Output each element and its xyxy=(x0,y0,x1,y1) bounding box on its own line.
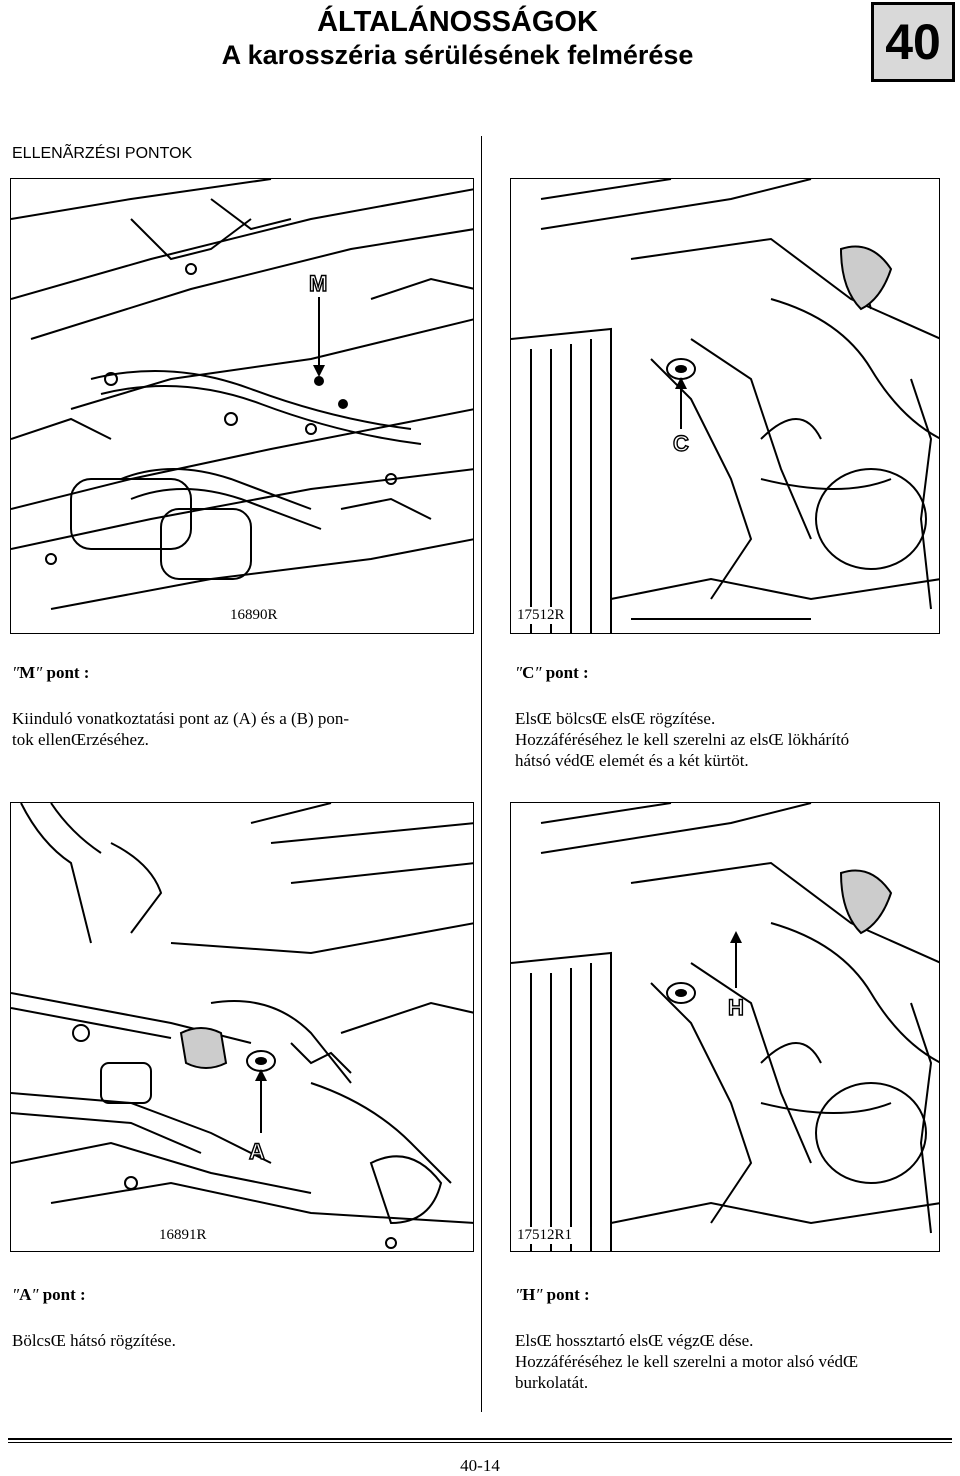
figure-reference: 17512R1 xyxy=(513,1227,577,1244)
caption-body-c: ElsŒ bölcsŒ elsŒ rögzítése. Hozzáféréséh… xyxy=(515,708,955,771)
section-heading: ELLENÃRZÉSI PONTOK xyxy=(12,145,193,162)
caption-line: hátsó védŒ elemét és a két kürtöt. xyxy=(515,751,749,770)
underbody-drawing-a: A xyxy=(11,803,473,1249)
caption-title-h: ″H″ pont : xyxy=(515,1285,590,1304)
figure-a: A 16891R xyxy=(10,802,474,1252)
underbody-drawing-h: H xyxy=(511,803,939,1251)
caption-letter: H xyxy=(522,1285,536,1304)
chapter-badge: 40 xyxy=(871,2,955,82)
caption-body-h: ElsŒ hossztartó elsŒ végzŒ dése. Hozzáfé… xyxy=(515,1330,955,1393)
marker-label-c: C xyxy=(673,431,689,456)
marker-label-a: A xyxy=(249,1139,265,1164)
caption-letter: A xyxy=(19,1285,32,1304)
caption-line: Kiinduló vonatkoztatási pont az (A) és a… xyxy=(12,709,350,728)
figure-m: M 16890R xyxy=(10,178,474,634)
caption-title-m: ″M″ pont : xyxy=(12,663,90,682)
figure-reference: 16891R xyxy=(155,1227,211,1244)
caption-line: tok ellenŒrzéséhez. xyxy=(12,730,149,749)
underbody-drawing-m: M xyxy=(11,179,473,610)
caption-title-c: ″C″ pont : xyxy=(515,663,589,682)
footer-rule xyxy=(8,1438,952,1440)
page-title: ÁLTALÁNOSSÁGOK A karosszéria sérülésének… xyxy=(150,6,765,71)
caption-line: BölcsŒ hátsó rögzítése. xyxy=(12,1331,176,1350)
underbody-drawing-c: C xyxy=(511,179,939,633)
footer-rule-thin xyxy=(8,1442,952,1443)
caption-letter: C xyxy=(522,663,535,682)
page-number: 40-14 xyxy=(460,1456,500,1475)
title-line-1: ÁLTALÁNOSSÁGOK xyxy=(317,6,598,38)
column-divider xyxy=(481,136,482,1412)
figure-h: H 17512R1 xyxy=(510,802,940,1252)
caption-line: Hozzáféréséhez le kell szerelni a motor … xyxy=(515,1352,859,1371)
caption-letter: M xyxy=(19,663,36,682)
figure-c: C 17512R xyxy=(510,178,940,634)
marker-label-m: M xyxy=(309,271,327,296)
caption-line: burkolatát. xyxy=(515,1373,589,1392)
caption-title-a: ″A″ pont : xyxy=(12,1285,86,1304)
caption-line: ElsŒ hossztartó elsŒ végzŒ dése. xyxy=(515,1331,754,1350)
figure-reference: 16890R xyxy=(226,607,282,624)
caption-body-m: Kiinduló vonatkoztatási pont az (A) és a… xyxy=(12,708,472,750)
caption-body-a: BölcsŒ hátsó rögzítése. xyxy=(12,1330,472,1351)
caption-line: Hozzáféréséhez le kell szerelni az elsŒ … xyxy=(515,730,850,749)
figure-reference: 17512R xyxy=(513,607,569,624)
caption-line: ElsŒ bölcsŒ elsŒ rögzítése. xyxy=(515,709,716,728)
marker-label-h: H xyxy=(728,995,744,1020)
title-line-2: A karosszéria sérülésének felmérése xyxy=(221,40,694,70)
